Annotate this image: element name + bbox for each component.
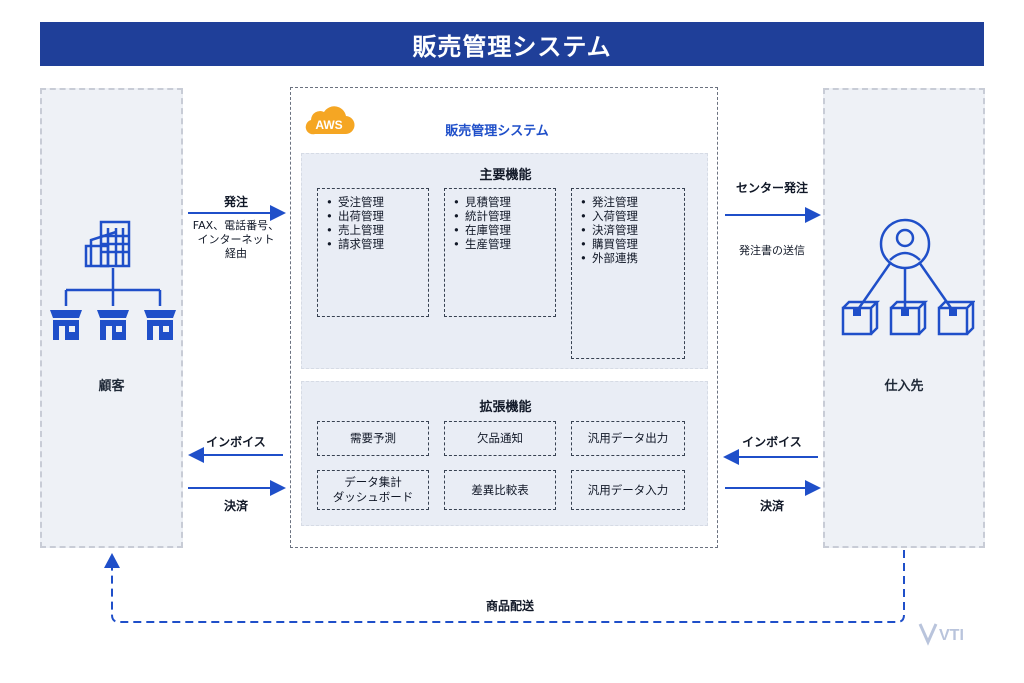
delivery-arrow: [111, 550, 905, 623]
list-item: 発注管理: [580, 195, 676, 209]
supplier-label: 仕入先: [884, 379, 924, 394]
center-order-sub: 発注書の送信: [739, 244, 805, 257]
list-item: 請求管理: [326, 237, 420, 251]
feature-variance-table: 差異比較表: [444, 470, 556, 510]
order-label: 発注: [223, 195, 248, 209]
feature-group-sales: 受注管理 出荷管理 売上管理 請求管理: [317, 188, 429, 317]
watermark-text: VTI: [939, 627, 964, 644]
customer-panel: 顧客: [40, 88, 183, 548]
list-item: 在庫管理: [453, 223, 547, 237]
page-title: 販売管理システム: [40, 22, 984, 66]
feature-data-import: 汎用データ入力: [571, 470, 685, 510]
supplier-panel: 仕入先: [823, 88, 985, 548]
list-item: 入荷管理: [580, 209, 676, 223]
feature-dashboard: データ集計 ダッシュボード: [317, 470, 429, 510]
list-item: 見積管理: [453, 195, 547, 209]
delivery-label: 商品配送: [485, 599, 534, 613]
list-item: 外部連携: [580, 251, 676, 265]
list-item: 購買管理: [580, 237, 676, 251]
feature-group-purchasing: 発注管理 入荷管理 決済管理 購買管理 外部連携: [571, 188, 685, 359]
customer-label: 顧客: [98, 379, 125, 394]
list-item: 決済管理: [580, 223, 676, 237]
invoice-left-label: インボイス: [206, 435, 266, 449]
feature-data-export: 汎用データ出力: [571, 421, 685, 456]
feature-demand-forecast: 需要予測: [317, 421, 429, 456]
invoice-right-label: インボイス: [742, 435, 802, 449]
main-features-title: 主要機能: [479, 168, 532, 183]
list-item: 統計管理: [453, 209, 547, 223]
aws-badge-text: AWS: [315, 118, 342, 132]
order-channels: FAX、電話番号、 インターネット 経由: [192, 219, 280, 260]
list-item: 受注管理: [326, 195, 420, 209]
aws-cloud-icon: AWS: [305, 106, 355, 135]
center-order-label: センター発注: [735, 181, 808, 195]
list-item: 生産管理: [453, 237, 547, 251]
vti-logo-icon: VTI: [918, 623, 964, 646]
payment-left-label: 決済: [223, 499, 248, 513]
customer-network-icon: [50, 220, 176, 340]
list-item: 出荷管理: [326, 209, 420, 223]
list-item: 売上管理: [326, 223, 420, 237]
payment-right-label: 決済: [759, 499, 784, 513]
extended-features-title: 拡張機能: [479, 400, 532, 415]
supplier-network-icon: [841, 218, 975, 336]
feature-group-inventory: 見積管理 統計管理 在庫管理 生産管理: [444, 188, 556, 317]
system-name: 販売管理システム: [445, 124, 549, 139]
feature-stockout-notice: 欠品通知: [444, 421, 556, 456]
